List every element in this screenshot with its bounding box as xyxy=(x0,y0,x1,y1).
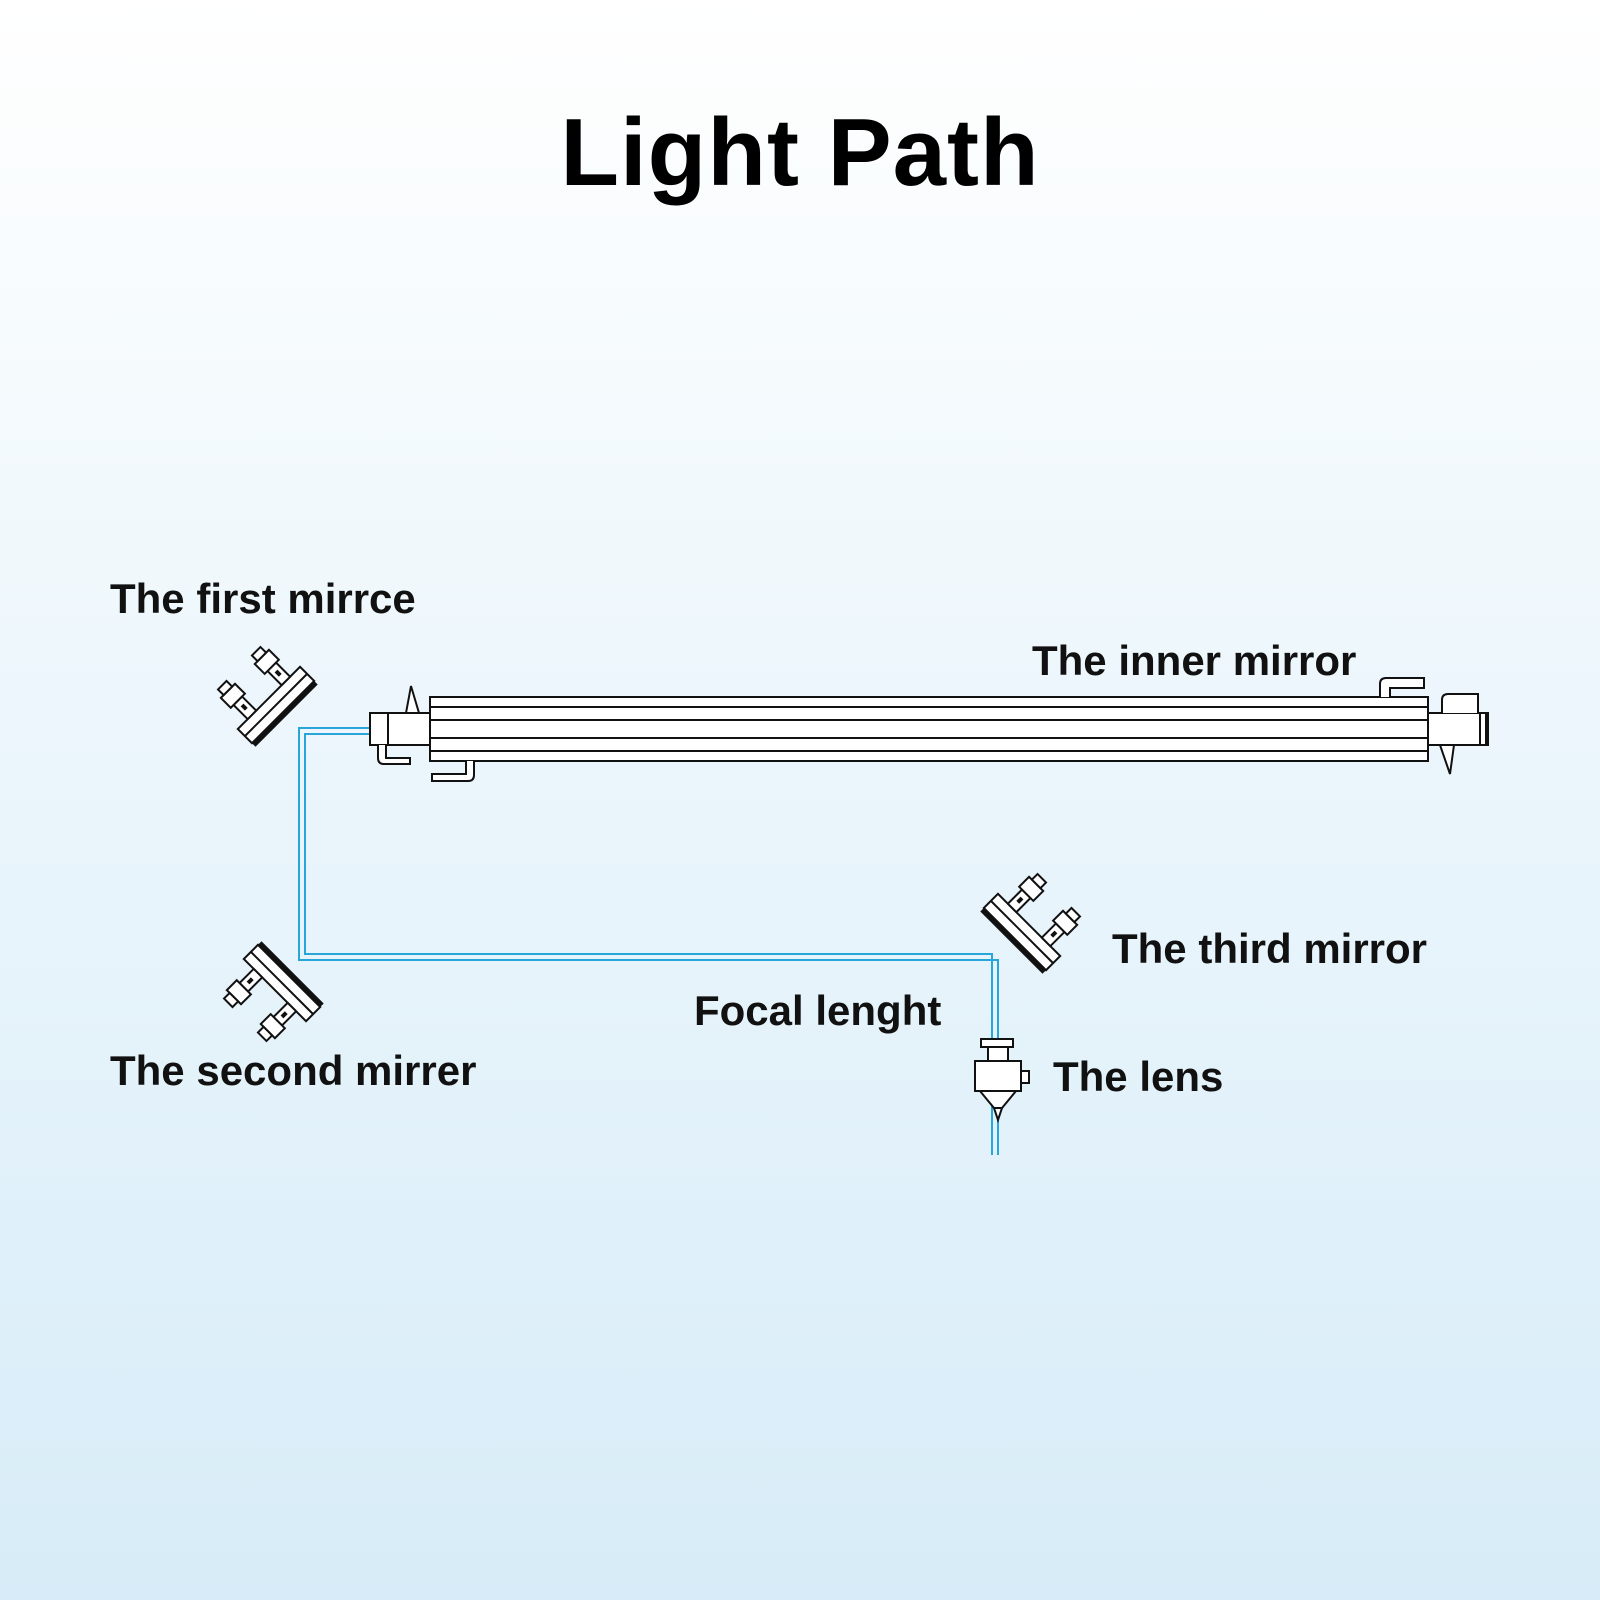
focal-length-label: Focal lenght xyxy=(694,987,942,1034)
lens-label: The lens xyxy=(1053,1053,1224,1100)
laser-beam xyxy=(298,727,999,1155)
first-mirror-label: The first mirrce xyxy=(110,575,416,622)
first-mirror xyxy=(207,636,319,748)
laser-tube xyxy=(369,677,1489,782)
second-mirror xyxy=(213,940,325,1052)
inner-mirror-label: The inner mirror xyxy=(1032,637,1357,684)
second-mirror-label: The second mirrer xyxy=(110,1047,477,1094)
third-mirror xyxy=(979,863,1091,975)
third-mirror-label: The third mirror xyxy=(1112,925,1428,972)
lens-head xyxy=(974,1038,1030,1124)
page-title: Light Path xyxy=(560,99,1040,206)
